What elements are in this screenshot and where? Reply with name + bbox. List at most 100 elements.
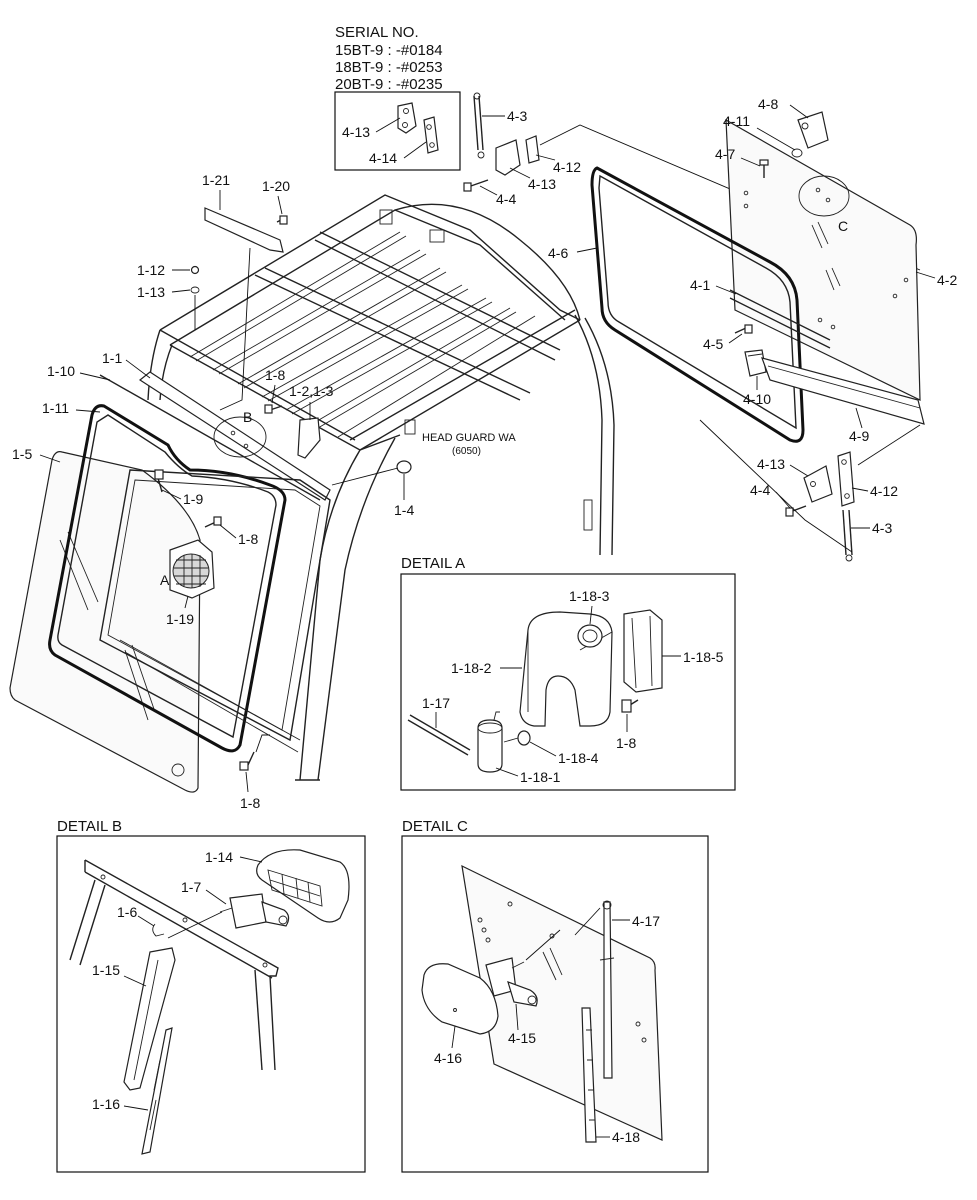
pump-nozzle [493,711,500,721]
leader-line [740,157,761,167]
roof-rail [159,194,581,331]
leader-line [535,154,556,161]
bracket-4-13-top [495,139,521,176]
serial-line-1: 15BT-9 : -#0184 [335,42,443,59]
callout-serial-4-13: 4-13 [342,124,370,140]
motor-end-icon [527,995,537,1005]
bolt-hole-icon [403,108,409,114]
leader-line [728,333,743,344]
tank-cap-1-18-3 [577,624,603,648]
wiper-motor-body [261,901,290,927]
motor-shaft [511,961,525,969]
channel-4-9 [761,357,925,425]
leader-line [451,1025,456,1049]
motor-cover-4-16 [421,963,499,1035]
callout-4-2: 4-2 [937,272,957,288]
wiper-motor-1-7 [229,893,267,929]
bracket-4-13-small [397,102,417,134]
hole-icon [507,901,513,907]
mount-bracket [429,229,445,243]
leader-line [529,741,557,757]
front-pillar-right-outer [317,437,396,781]
leader-line [857,424,921,466]
callout-1-18-1: 1-18-1 [520,769,561,785]
hole-icon [635,1021,641,1027]
gas-strut-4-3-top [478,95,484,151]
channel-detail [767,365,921,409]
callout-1-8-detail-a: 1-8 [616,735,636,751]
callout-4-4-top: 4-4 [496,191,516,207]
serial-title: SERIAL NO. [335,24,419,41]
detail-b-frame-inner [84,871,273,979]
callout-1-18-4: 1-18-4 [558,750,599,766]
hole-icon [743,190,749,196]
detail-b-pillar [79,884,106,966]
front-window-frame [99,469,331,742]
detail-b-pillar [254,969,263,1071]
leader-line [515,1003,519,1031]
glass-reflection [811,221,829,249]
weatherstrip-1-11-inner [57,414,277,739]
tank-bracket-1-18-5 [623,609,663,693]
callout-1-16: 1-16 [92,1096,120,1112]
nozzle-1-9 [157,477,163,493]
callout-4-9: 4-9 [849,428,869,444]
bracket-1-21 [204,207,284,253]
channel-4-1 [729,297,831,349]
detail-b-frame [84,859,279,1071]
gas-strut-4-3-bottom [848,509,853,556]
leader-line [789,464,809,477]
front-window-assembly: 1-21 1-20 1-12 1-13 1-1 1-10 1-5 [9,172,414,811]
front-glass-1-5 [9,451,201,793]
weatherstrip-4-6-inner [598,174,797,430]
leader-line [137,915,155,927]
leader-line [219,247,251,411]
callout-1-10: 1-10 [47,363,75,379]
top-bar-1-1 [138,371,331,501]
pump-1-18-1 [477,719,503,773]
glass-hole-icon [171,763,185,777]
mesh-lines [174,554,208,588]
callout-1-6: 1-6 [117,904,137,920]
hole-icon [641,1037,647,1043]
hose-1-17 [409,714,471,751]
leader-line [123,1105,149,1111]
pump-connector [503,737,519,743]
bracket-1-2-1-3 [297,417,321,459]
bracket-4-13-bottom [803,465,833,503]
bolt-hole-icon [402,122,408,128]
detail-b-box [56,835,366,1173]
grommet-1-4 [396,460,412,474]
detail-a-box [400,573,736,791]
callout-1-4: 1-4 [394,502,414,518]
leader-line [855,407,863,429]
callout-1-13: 1-13 [137,284,165,300]
callout-1-9: 1-9 [183,491,203,507]
detail-c-circle [798,175,850,217]
wiper-arm-4-17 [603,901,613,1079]
leader-line [75,409,101,413]
detail-b-pillar [69,879,96,961]
callout-4-12-bottom: 4-12 [870,483,898,499]
plate-4-14-small [423,116,439,154]
rear-glass-4-2 [725,118,921,401]
strut-end-icon [477,151,485,159]
leader-line [789,104,809,119]
detail-a: DETAIL A 1-18-3 1-18-5 1-18-2 1-8 1-17 1… [400,555,736,791]
roof-longitudinal [314,239,556,361]
nut-1-12 [190,265,200,275]
hole-icon [903,277,909,283]
wiper-blade-4-18 [581,1007,597,1143]
leader-line [331,467,399,486]
motor-end-icon [278,915,288,925]
callout-1-14: 1-14 [205,849,233,865]
leader-line [851,487,869,492]
wiper-blade-detail [586,1029,595,1121]
nut-1-6 [152,923,165,937]
bolt-head-icon [279,215,288,225]
roof-side-rail-outer [349,309,576,441]
leader-line [39,454,61,463]
leader-line [167,911,223,939]
bottom-rail [119,639,301,741]
bolt-hole-icon [841,459,847,465]
